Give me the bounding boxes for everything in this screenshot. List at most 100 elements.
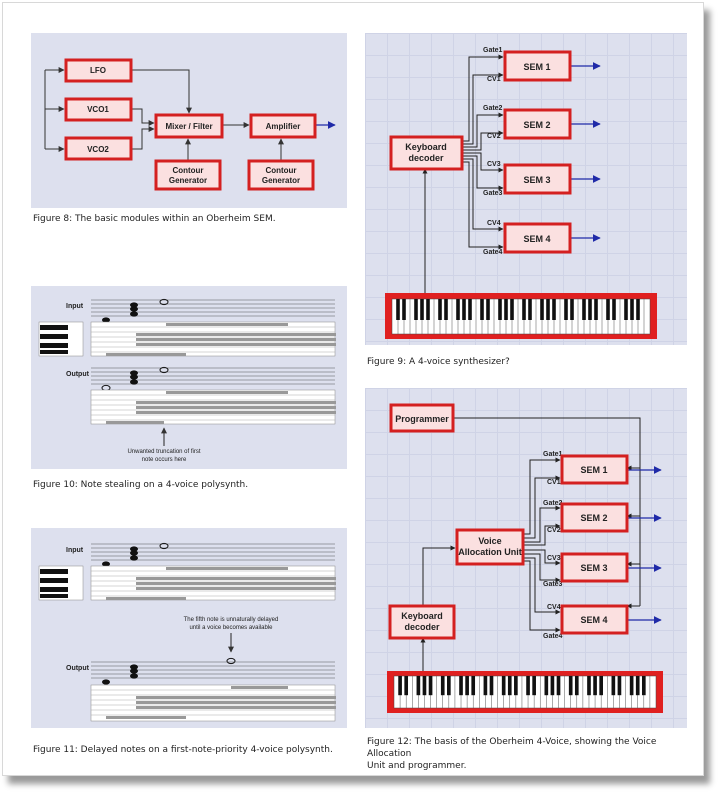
- black-key: [504, 299, 508, 320]
- black-key: [402, 299, 406, 320]
- black-key: [471, 676, 476, 696]
- page-sheet: LFO VCO1 VCO2 Mixer / Filter Amplifier: [2, 2, 704, 776]
- black-key: [570, 299, 574, 320]
- black-key: [588, 299, 592, 320]
- black-key: [568, 676, 573, 696]
- fig12-sem3-label: SEM 3: [580, 563, 607, 573]
- fig12-caption-line2: Unit and programmer.: [367, 761, 467, 771]
- black-key: [416, 676, 421, 696]
- fig11-annotation-line2: until a voice becomes available: [189, 625, 273, 631]
- black-key: [404, 676, 409, 696]
- fig12-sem4: SEM 4: [560, 604, 629, 635]
- fig8-panel: LFO VCO1 VCO2 Mixer / Filter Amplifier: [31, 33, 347, 208]
- black-key: [447, 676, 451, 696]
- fig12-decoder-line2: decoder: [404, 622, 440, 632]
- fig9-keyboard-decoder: Keyboard decoder: [389, 135, 464, 171]
- fig10-output-label: Output: [66, 371, 90, 378]
- fig11-diagram: Input Output The fifth note is unnatural…: [38, 542, 336, 722]
- fig12-sem2-label: SEM 2: [580, 513, 607, 523]
- black-key: [444, 299, 448, 320]
- black-key: [465, 676, 469, 696]
- black-key: [540, 299, 544, 320]
- black-key: [624, 299, 628, 320]
- black-key: [611, 676, 616, 696]
- fig8-vco2-label: VCO2: [87, 145, 109, 154]
- black-key: [459, 676, 463, 696]
- fig12-sem3: SEM 3: [560, 552, 629, 583]
- fig12-diagram: Gate1 CV1 Gate2 CV2 CV3 Gate3 CV4 Gate4 …: [387, 403, 663, 713]
- fig9-diagram: Gate1 CV1 Gate2 CV2 CV3 Gate3 CV4 Gate4 …: [385, 47, 657, 339]
- fig12-cv3: CV3: [547, 555, 561, 562]
- fig8-diagram: LFO VCO1 VCO2 Mixer / Filter Amplifier: [44, 58, 336, 191]
- black-key: [552, 299, 556, 320]
- black-key: [636, 299, 640, 320]
- black-key: [514, 676, 518, 696]
- fig12-sem1: SEM 1: [560, 454, 629, 485]
- fig10-annotation-line1: Unwanted truncation of first: [127, 449, 200, 455]
- fig8-amp-module: Amplifier: [249, 113, 317, 139]
- black-key: [544, 676, 549, 696]
- fig8-contour2-line1: Contour: [265, 166, 296, 175]
- black-key: [456, 299, 460, 320]
- fig9-cv4: CV4: [487, 220, 501, 227]
- fig12-cv2: CV2: [547, 527, 561, 534]
- fig12-decoder-line1: Keyboard: [401, 611, 443, 621]
- fig8-contour1-line2: Generator: [169, 176, 207, 185]
- black-key: [526, 676, 530, 696]
- fig11-annotation-line1: The fifth note is unnaturally delayed: [184, 617, 279, 623]
- black-key: [594, 299, 598, 320]
- black-key: [420, 299, 424, 320]
- black-key: [483, 676, 488, 696]
- black-key: [556, 676, 561, 696]
- black-key: [480, 299, 484, 320]
- black-key: [510, 299, 514, 320]
- fig10-diagram: Input Output: [38, 298, 336, 463]
- black-key: [599, 676, 603, 696]
- black-key: [498, 299, 502, 320]
- fig9-decoder-line2: decoder: [408, 153, 444, 163]
- fig8-contour1-module: Contour Generator: [154, 159, 222, 191]
- fig9-sem3-label: SEM 3: [523, 175, 550, 185]
- fig12-voice-allocation-unit: Voice Allocation Unit: [455, 528, 525, 566]
- black-key: [507, 676, 512, 696]
- fig9-sem3: SEM 3: [503, 163, 572, 195]
- black-key: [546, 299, 550, 320]
- black-key: [532, 676, 536, 696]
- fig8-vco1-label: VCO1: [87, 105, 109, 114]
- fig12-keyboard: [387, 671, 663, 713]
- black-key: [428, 676, 433, 696]
- black-key: [641, 676, 646, 696]
- fig8-lfo-module: LFO: [64, 58, 133, 83]
- fig12-caption: Figure 12: The basis of the Oberheim 4-V…: [367, 736, 697, 772]
- fig12-gate3: Gate3: [543, 581, 563, 588]
- fig8-mixer-module: Mixer / Filter: [154, 113, 224, 139]
- black-key: [593, 676, 597, 696]
- fig12-sem4-label: SEM 4: [580, 615, 607, 625]
- fig12-panel: Gate1 CV1 Gate2 CV2 CV3 Gate3 CV4 Gate4 …: [365, 388, 687, 728]
- black-key: [564, 299, 568, 320]
- black-key: [617, 676, 622, 696]
- fig8-vco1-module: VCO1: [64, 97, 133, 122]
- fig12-caption-line1: Figure 12: The basis of the Oberheim 4-V…: [367, 737, 657, 759]
- fig9-gate4: Gate4: [483, 249, 503, 256]
- fig12-vau-line1: Voice: [478, 536, 501, 546]
- fig12-vau-line2: Allocation Unit: [458, 547, 522, 557]
- black-key: [398, 676, 402, 696]
- fig9-sem4-label: SEM 4: [523, 234, 550, 244]
- fig9-sem1: SEM 1: [503, 50, 572, 82]
- fig10-caption: Figure 10: Note stealing on a 4-voice po…: [33, 480, 249, 490]
- black-key: [440, 676, 445, 696]
- black-key: [438, 299, 442, 320]
- fig12-gate1: Gate1: [543, 451, 563, 458]
- fig9-keyboard: [385, 293, 657, 339]
- fig12-gate4: Gate4: [543, 633, 563, 640]
- fig9-panel: Gate1 CV1 Gate2 CV2 CV3 Gate3 CV4 Gate4 …: [365, 33, 687, 345]
- fig9-decoder-line1: Keyboard: [405, 142, 447, 152]
- fig9-sem2-label: SEM 2: [523, 120, 550, 130]
- black-key: [414, 299, 418, 320]
- fig11-output-label: Output: [66, 665, 90, 672]
- black-key: [422, 676, 427, 696]
- fig9-sem1-label: SEM 1: [523, 62, 550, 72]
- black-key: [587, 676, 591, 696]
- fig12-keyboard-decoder: Keyboard decoder: [388, 604, 456, 640]
